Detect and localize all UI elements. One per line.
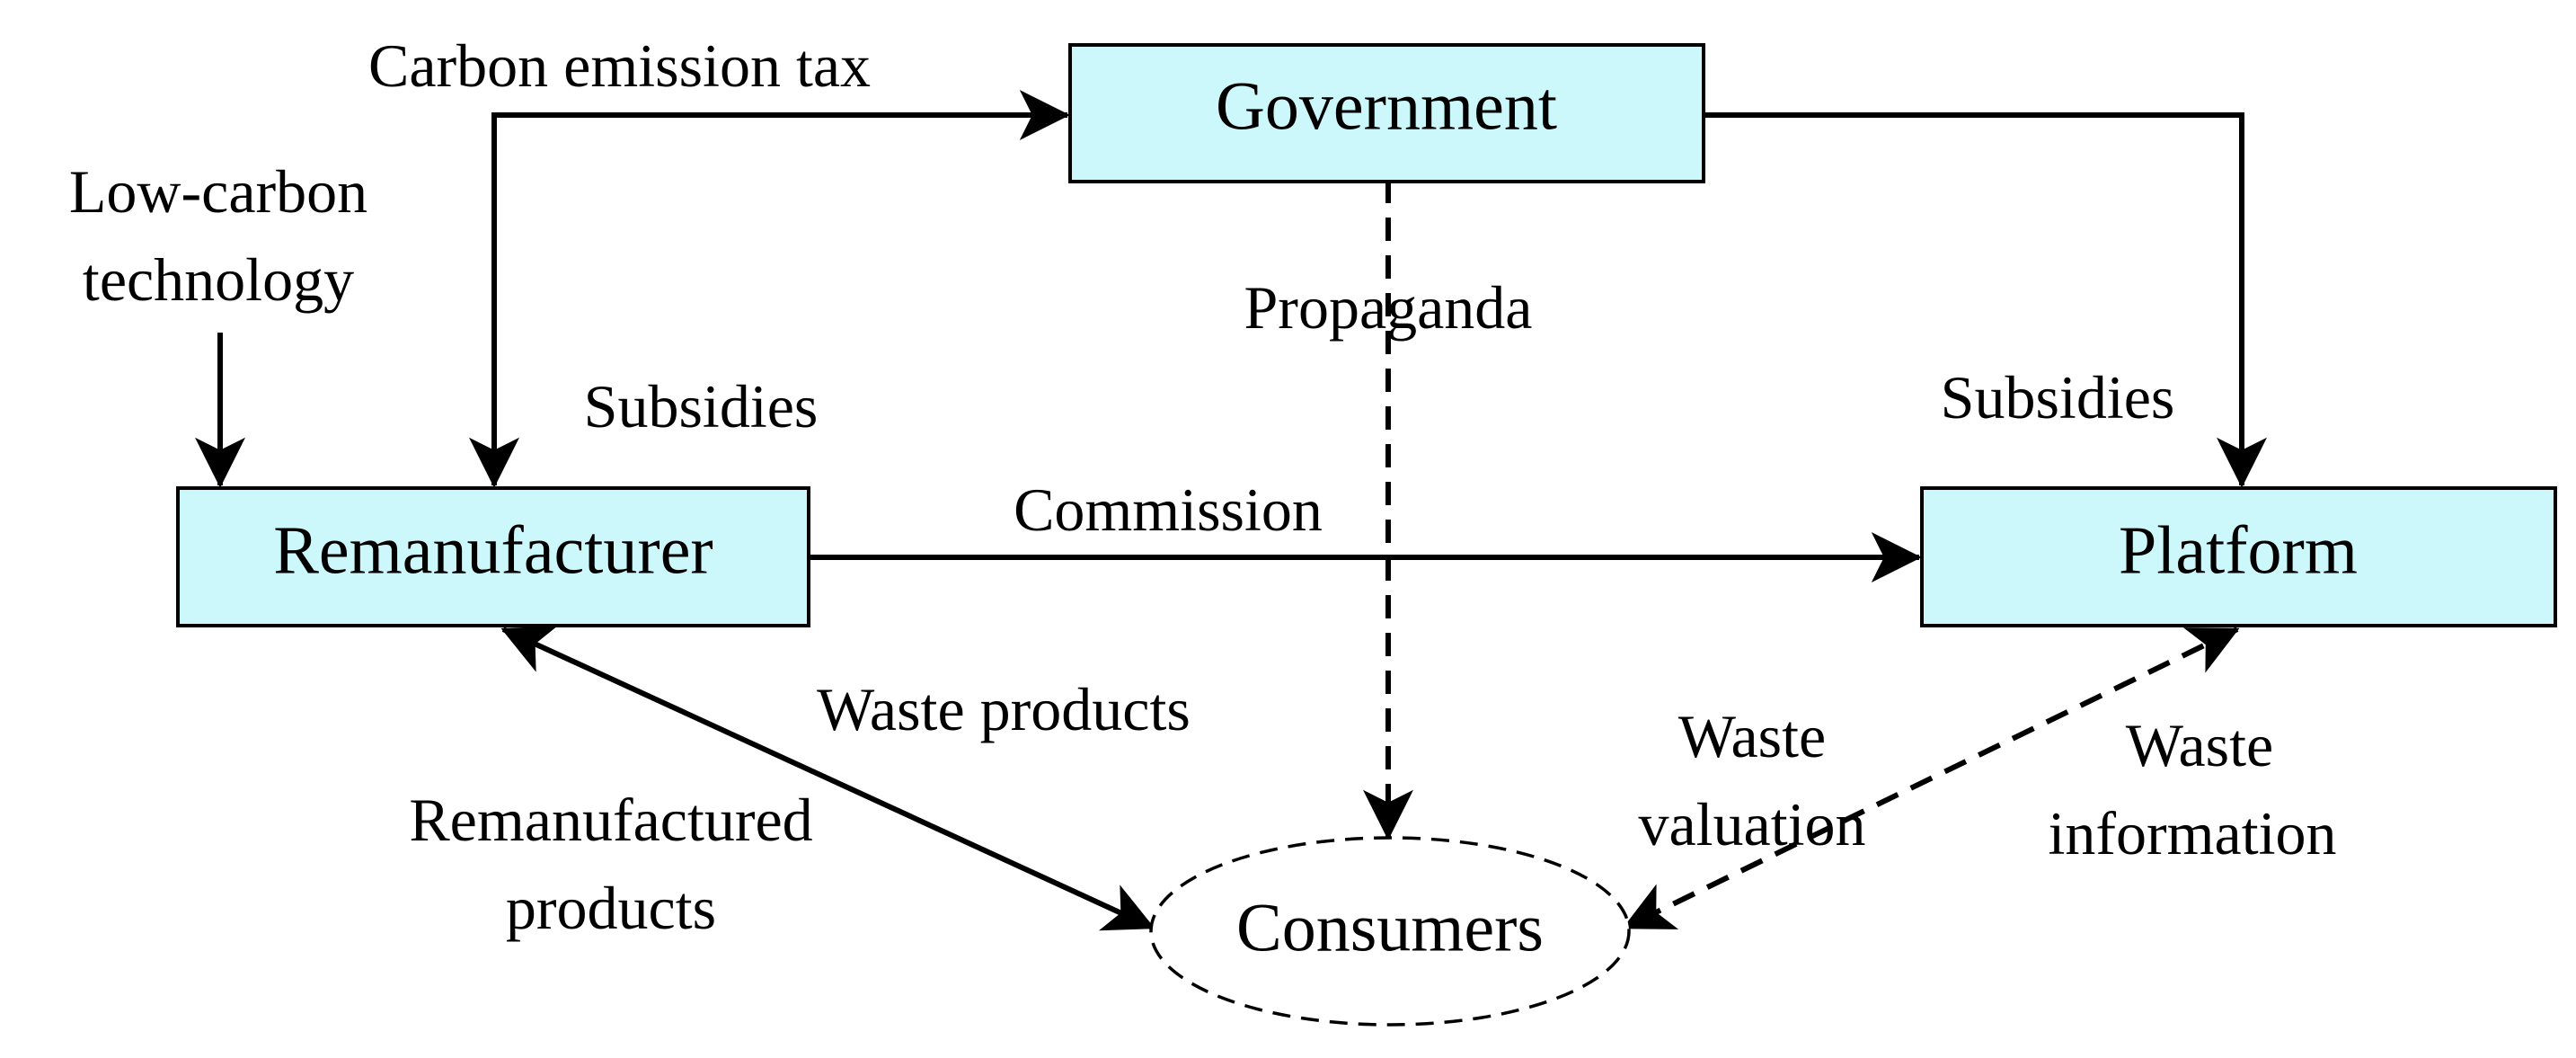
government-label: Government [1216, 68, 1557, 144]
products-link [500, 626, 1155, 931]
label-waste-valuation-line1: Waste [1678, 702, 1826, 770]
label-remanufactured-line1: Remanufactured [409, 786, 812, 854]
label-waste-valuation-line2: valuation [1638, 790, 1865, 858]
label-low-carbon-line1: Low-carbon [69, 157, 367, 226]
label-low-carbon-line2: technology [83, 245, 354, 314]
tax-subsidy-link-left [469, 90, 1070, 488]
label-commission: Commission [1014, 476, 1323, 544]
label-subsidies-right: Subsidies [1941, 363, 2175, 431]
consumers-node: Consumers [1149, 836, 1631, 1027]
platform-label: Platform [2119, 512, 2358, 588]
platform-node: Platform [1920, 486, 2557, 627]
remanufacturer-node: Remanufacturer [176, 486, 810, 627]
label-remanufactured-line2: products [506, 874, 716, 942]
consumers-label: Consumers [1236, 890, 1544, 965]
waste-info-link [1622, 627, 2240, 930]
label-waste-information-line1: Waste [2126, 711, 2273, 779]
label-carbon-emission-tax: Carbon emission tax [368, 31, 871, 100]
label-propaganda: Propaganda [1244, 273, 1532, 342]
subsidy-arrow-right [1705, 112, 2267, 488]
label-waste-products: Waste products [817, 675, 1191, 743]
government-node: Government [1068, 43, 1705, 183]
remanufacturer-label: Remanufacturer [273, 512, 713, 588]
label-subsidies-left: Subsidies [584, 372, 819, 440]
label-waste-information-line2: information [2048, 799, 2336, 867]
